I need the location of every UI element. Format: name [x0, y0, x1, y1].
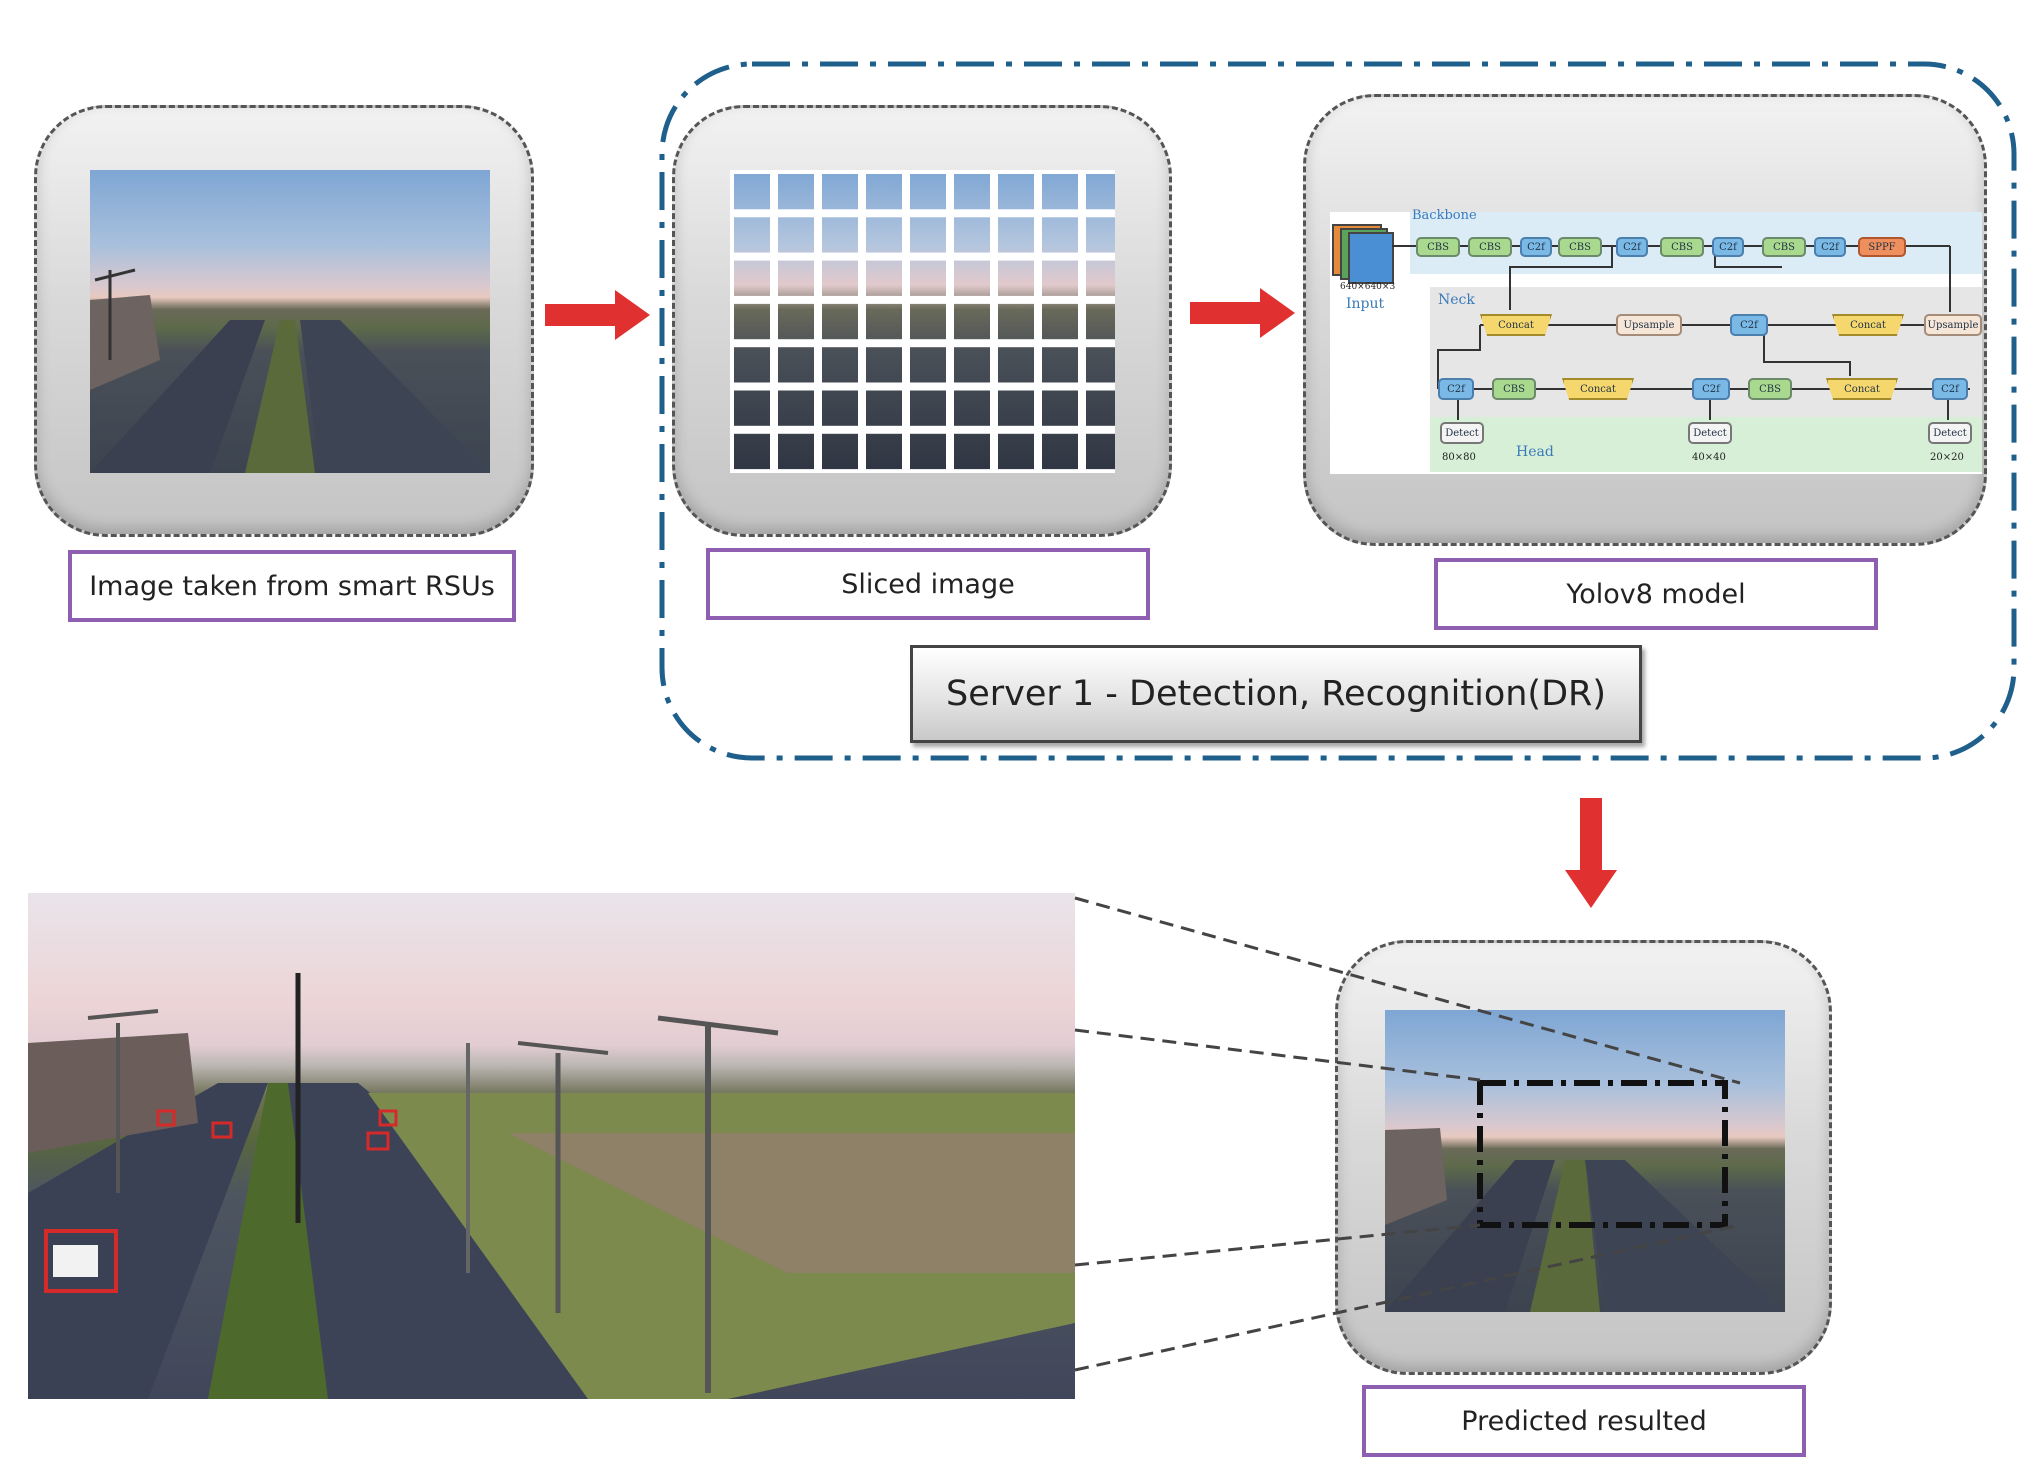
sppf-block: SPPF: [1858, 237, 1906, 257]
zoomed-detection-image: [28, 893, 1075, 1399]
c2f-block: C2f: [1730, 314, 1768, 336]
detect-block: Detect: [1928, 422, 1972, 444]
input-road-image: [90, 170, 490, 473]
right-arrow-icon: [545, 290, 650, 340]
input-size-label: 640×640×3: [1340, 282, 1396, 292]
sliced-image-grid: [730, 170, 1115, 473]
scale-label: 80×80: [1442, 452, 1476, 463]
c2f-block: C2f: [1814, 237, 1846, 257]
c2f-block: C2f: [1438, 378, 1474, 400]
c2f-block: C2f: [1932, 378, 1968, 400]
right-arrow-icon: [1190, 288, 1295, 338]
cbs-block: CBS: [1748, 378, 1792, 400]
sliced-image-caption: Sliced image: [706, 548, 1150, 620]
zoom-region-box: [1477, 1080, 1728, 1228]
c2f-block: C2f: [1616, 237, 1648, 257]
detect-block: Detect: [1688, 422, 1732, 444]
input-image-caption: Image taken from smart RSUs: [68, 550, 516, 622]
head-label: Head: [1516, 444, 1554, 460]
yolo-architecture-diagram: Backbone 640×640×3 Input Neck Head CBS C…: [1330, 208, 1982, 474]
cbs-block: CBS: [1492, 378, 1536, 400]
upsample-block: Upsample: [1924, 314, 1982, 336]
scale-label: 20×20: [1930, 452, 1964, 463]
scale-label: 40×40: [1692, 452, 1726, 463]
cbs-block: CBS: [1660, 237, 1704, 257]
neck-label: Neck: [1438, 292, 1475, 308]
upsample-block: Upsample: [1616, 314, 1682, 336]
predicted-result-caption: Predicted resulted: [1362, 1385, 1806, 1457]
cbs-block: CBS: [1416, 237, 1460, 257]
predicted-road-image: [1385, 1010, 1785, 1312]
c2f-block: C2f: [1520, 237, 1552, 257]
input-label: Input: [1346, 296, 1385, 312]
yolo-model-caption: Yolov8 model: [1434, 558, 1878, 630]
cbs-block: CBS: [1762, 237, 1806, 257]
backbone-label: Backbone: [1412, 208, 1477, 223]
cbs-block: CBS: [1468, 237, 1512, 257]
cbs-block: CBS: [1558, 237, 1602, 257]
detect-block: Detect: [1440, 422, 1484, 444]
down-arrow-icon: [1565, 798, 1617, 908]
input-tensor-icon: [1348, 232, 1394, 284]
server-label: Server 1 - Detection, Recognition(DR): [910, 645, 1642, 743]
c2f-block: C2f: [1712, 237, 1744, 257]
c2f-block: C2f: [1692, 378, 1730, 400]
